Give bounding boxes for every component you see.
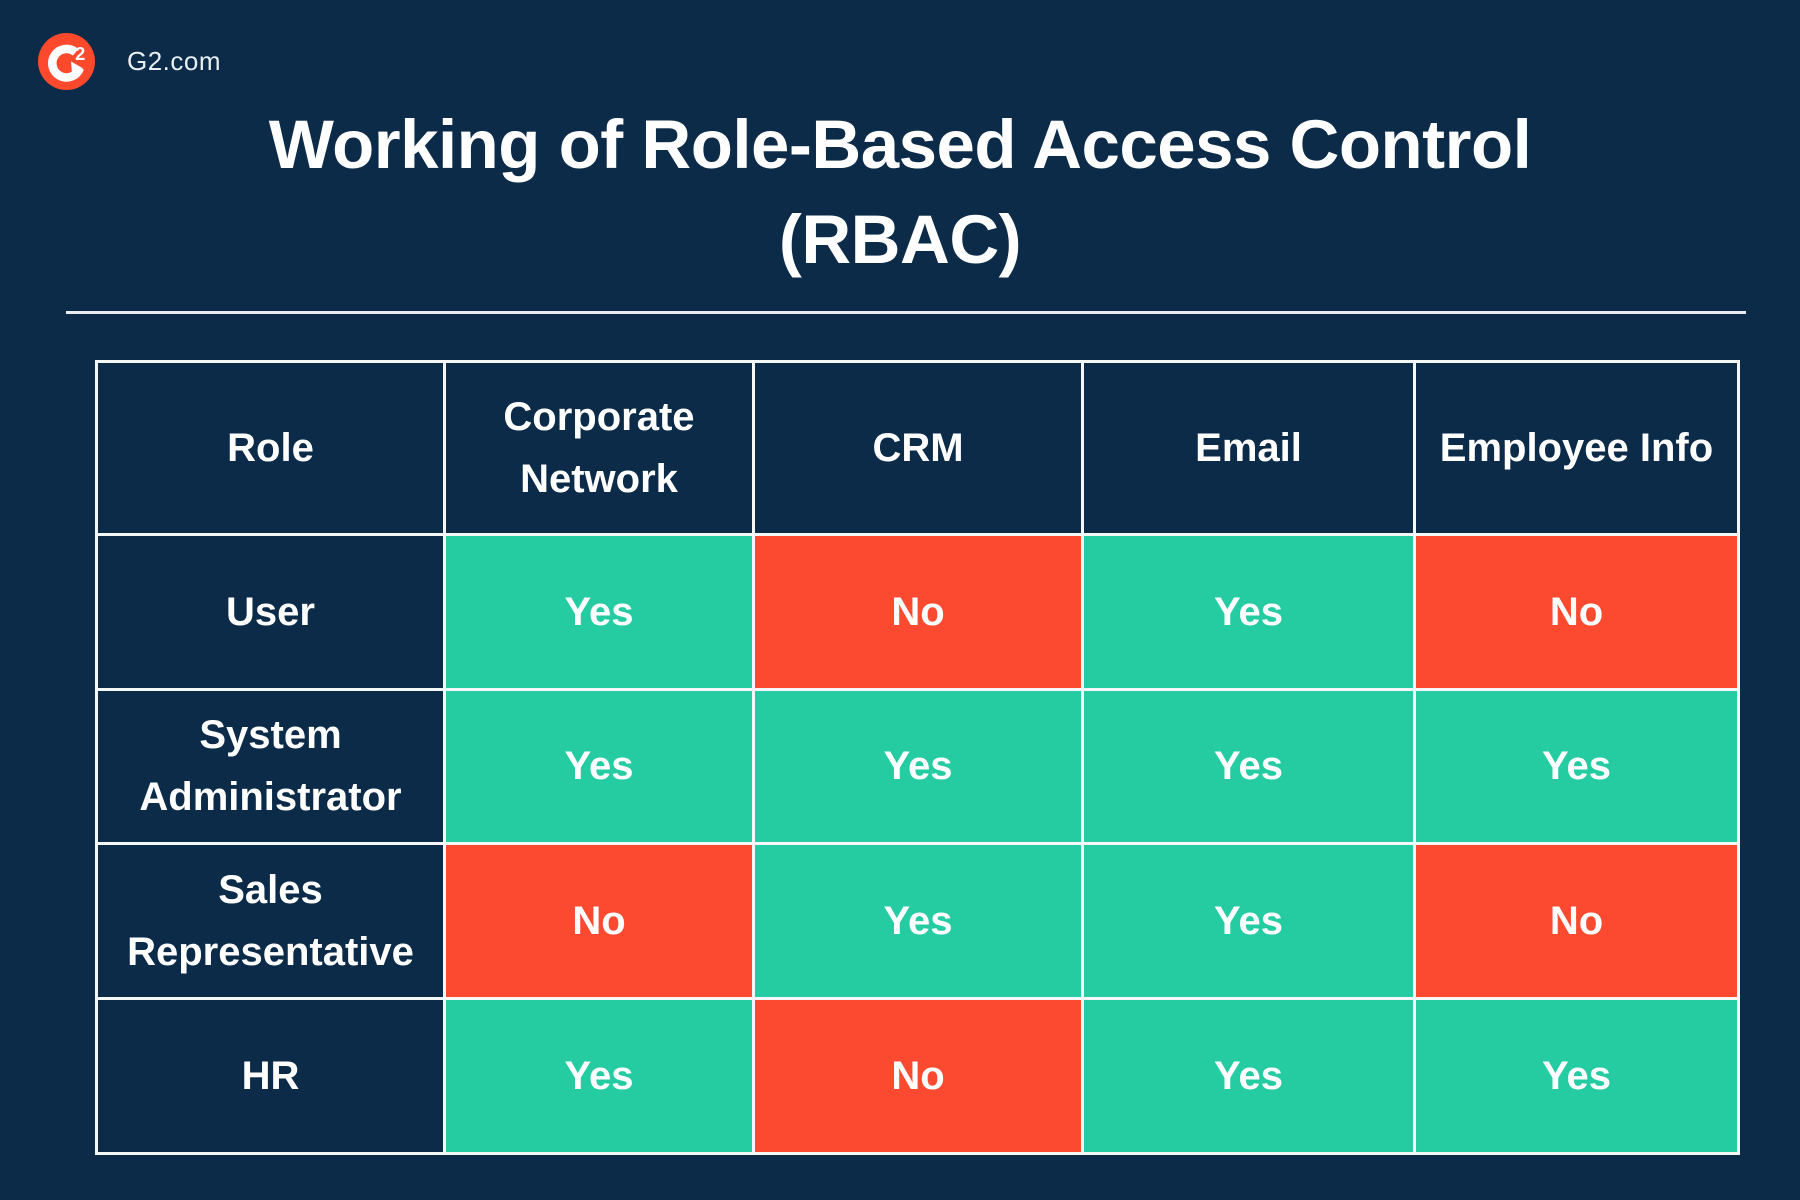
permission-cell: Yes [1416,690,1737,843]
rbac-table: Role Corporate Network CRM Email Employe… [95,360,1740,1155]
g2-logo-icon: 2 [38,33,95,90]
page-title-line1: Working of Role-Based Access Control [268,106,1532,183]
logo-two-glyph: 2 [75,43,85,64]
page-title: Working of Role-Based Access Control (RB… [0,97,1800,287]
row-label: System Administrator [98,690,443,843]
permission-cell: Yes [1084,690,1413,843]
permission-cell: Yes [755,690,1081,843]
permission-cell: No [1416,535,1737,688]
page-title-line2: (RBAC) [778,201,1022,279]
permission-cell: Yes [446,535,752,688]
row-label: Sales Representative [98,845,443,998]
permission-cell: Yes [1084,845,1413,998]
column-header-email: Email [1084,363,1413,533]
permission-cell: No [1416,845,1737,998]
permission-cell: No [446,845,752,998]
permission-cell: Yes [1416,1000,1737,1152]
permission-cell: No [755,535,1081,688]
permission-cell: Yes [446,1000,752,1152]
permission-cell: Yes [1084,535,1413,688]
site-label: G2.com [127,46,222,76]
column-header-employee-info: Employee Info [1416,363,1737,533]
title-divider [66,311,1746,314]
permission-cell: Yes [446,690,752,843]
column-header-crm: CRM [755,363,1081,533]
column-header-corporate-network: Corporate Network [446,363,752,533]
row-label: HR [98,1000,443,1152]
brand-header: 2 G2.com [38,33,221,90]
permission-cell: Yes [755,845,1081,998]
row-label: User [98,535,443,688]
permission-cell: No [755,1000,1081,1152]
permission-cell: Yes [1084,1000,1413,1152]
column-header-role: Role [98,363,443,533]
